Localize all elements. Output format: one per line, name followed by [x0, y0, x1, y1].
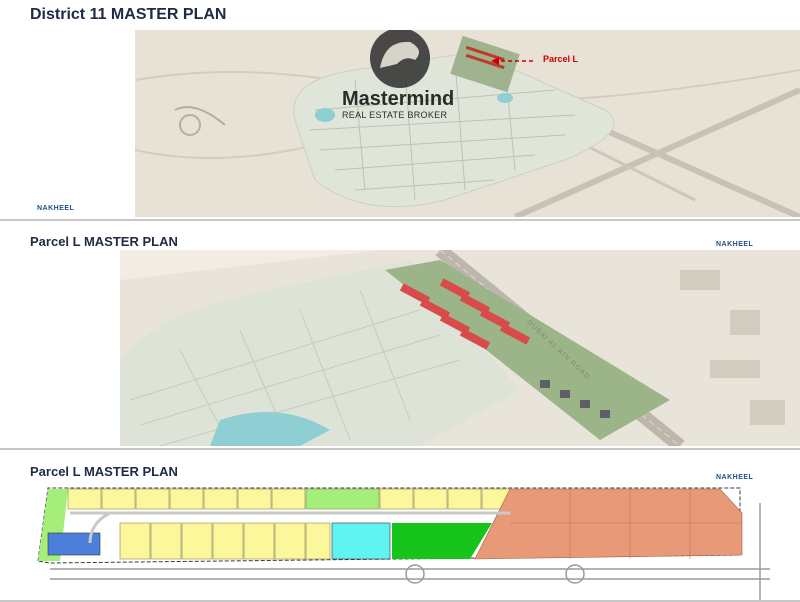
watermark-subtitle: REAL ESTATE BROKER — [342, 110, 448, 120]
parcel-l-aerial-title: Parcel L MASTER PLAN — [30, 234, 178, 249]
parcel-l-plan-title: Parcel L MASTER PLAN — [30, 464, 178, 479]
parcel-l-callout-label: Parcel L — [543, 54, 579, 64]
watermark-name: Mastermind — [342, 88, 455, 110]
nakheel-logo: NAKHEEL — [37, 205, 75, 212]
parcel-l-plot-map[interactable] — [30, 483, 800, 600]
nakheel-logo: NAKHEEL — [716, 474, 754, 481]
district-11-aerial-map[interactable] — [135, 30, 800, 217]
district-11-title: District 11 MASTER PLAN — [30, 6, 227, 23]
district-11-panel: District 11 MASTER PLAN NAKHEEL — [0, 0, 800, 221]
parcel-l-plot-plan-panel: Parcel L MASTER PLAN NAKHEEL — [0, 450, 800, 602]
parcel-l-aerial-panel: Parcel L MASTER PLAN NAKHEEL — [0, 221, 800, 450]
nakheel-logo: NAKHEEL — [716, 241, 754, 248]
parcel-l-aerial-render[interactable] — [120, 250, 800, 446]
